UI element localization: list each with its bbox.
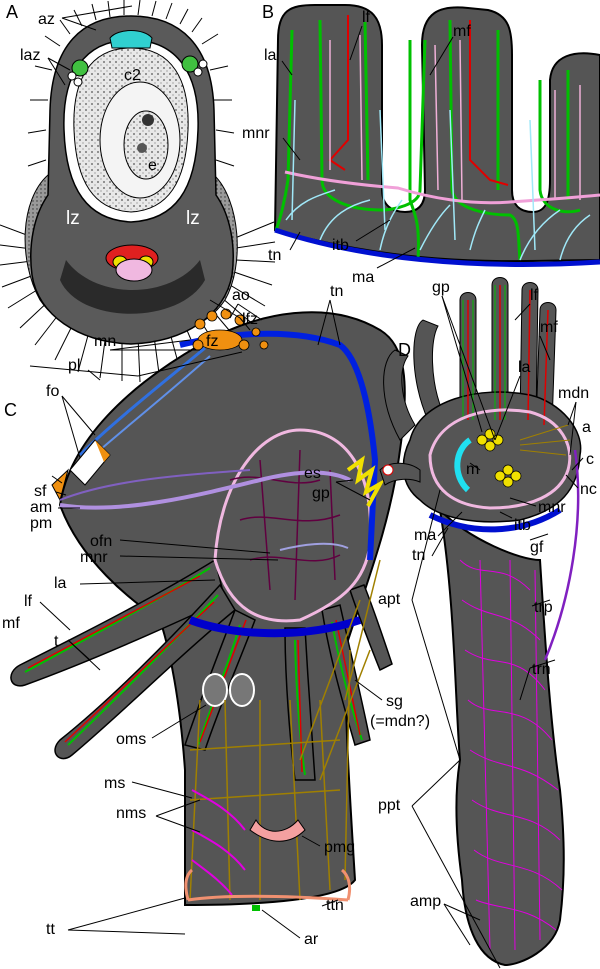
panel-letter-b: B — [262, 2, 274, 22]
label-c-tt: tt — [46, 921, 55, 938]
label-d-c: c — [586, 451, 594, 468]
trunk-nerve-net — [459, 559, 563, 951]
label-c-am: am — [30, 499, 52, 516]
label-a-e: e — [148, 157, 157, 174]
label-c-ao: ao — [232, 287, 250, 304]
panel-b-drawing — [273, 4, 600, 267]
label-c-oms: oms — [116, 731, 146, 748]
lophophore-d — [379, 277, 582, 523]
label-d-itb: itb — [514, 517, 531, 534]
label-a-laz: laz — [20, 47, 40, 64]
label-d-ma: ma — [414, 527, 436, 544]
label-d-lf: lf — [530, 287, 539, 304]
label-c-ttn: ttn — [326, 897, 344, 914]
upper-cilia — [27, 0, 235, 167]
label-a-lz-right: lz — [186, 208, 200, 229]
label-d-nc: nc — [580, 481, 597, 498]
epistome-net — [229, 449, 341, 601]
apical-organ-cells — [109, 30, 153, 49]
label-d-ppt: ppt — [378, 797, 401, 814]
label-d-m: m — [466, 461, 479, 478]
label-b-la: la — [264, 47, 277, 64]
label-c-ms: ms — [104, 775, 125, 792]
label-b-itb: itb — [332, 237, 349, 254]
label-c-fo: fo — [46, 383, 59, 400]
label-a-lfz: lfz — [242, 311, 258, 328]
label-a-fz: fz — [206, 333, 218, 350]
panel-letter-d: D — [398, 340, 411, 360]
panel-a-drawing — [0, 0, 276, 383]
label-c-sf: sf — [34, 483, 47, 500]
label-a-c2: c2 — [124, 67, 141, 84]
label-a-az: az — [38, 11, 55, 28]
label-c-t: t — [54, 633, 59, 650]
trunk — [438, 507, 565, 967]
labels: A B C D az laz c2 e lz lz lfz fz lf mf l… — [2, 2, 597, 948]
leader-lines — [29, 5, 584, 969]
label-d-amp: amp — [410, 893, 441, 910]
panel-c-drawing — [10, 308, 406, 911]
label-c-ar: ar — [304, 931, 319, 948]
panel-d-drawing — [379, 277, 582, 967]
label-c-tn: tn — [330, 283, 343, 300]
panel-letter-c: C — [4, 400, 17, 420]
label-d-trp: trp — [534, 599, 553, 616]
label-c-pm: pm — [30, 515, 52, 532]
label-d-tn: tn — [412, 547, 425, 564]
nms-nerves — [191, 789, 246, 896]
label-c-sg-note: (=mdn?) — [370, 713, 430, 730]
label-b-mf: mf — [453, 23, 471, 40]
label-d-gf: gf — [530, 539, 544, 556]
label-b-lf: lf — [362, 9, 371, 26]
label-c-pmg: pmg — [324, 839, 355, 856]
label-d-a: a — [582, 419, 591, 436]
label-c-ofn: ofn — [90, 533, 112, 550]
label-c-mn: mn — [94, 333, 116, 350]
label-d-mnr: mnr — [538, 499, 566, 516]
label-c-gp: gp — [312, 485, 330, 502]
label-d-trn: trn — [532, 661, 551, 678]
label-c-es: es — [304, 465, 321, 482]
label-b-mnr: mnr — [242, 125, 270, 142]
label-c-mnr: mnr — [80, 549, 108, 566]
label-d-apt: apt — [378, 591, 401, 608]
label-a-lz-left: lz — [66, 208, 80, 229]
panel-letter-a: A — [6, 2, 18, 22]
label-c-la: la — [54, 575, 67, 592]
label-d-la: la — [518, 359, 531, 376]
label-c-lf: lf — [24, 593, 33, 610]
label-d-mdn: mdn — [558, 385, 589, 402]
label-c-pl: pl — [68, 357, 80, 374]
label-b-tn: tn — [268, 247, 281, 264]
label-c-sg: sg — [386, 693, 403, 710]
sg-nerves — [189, 559, 381, 901]
label-b-ma: ma — [352, 269, 374, 286]
ganglia-d — [476, 428, 522, 488]
label-d-gp: gp — [432, 279, 450, 296]
label-c-nms: nms — [116, 805, 146, 822]
label-c-mf: mf — [2, 615, 20, 632]
label-d-mf: mf — [540, 319, 558, 336]
